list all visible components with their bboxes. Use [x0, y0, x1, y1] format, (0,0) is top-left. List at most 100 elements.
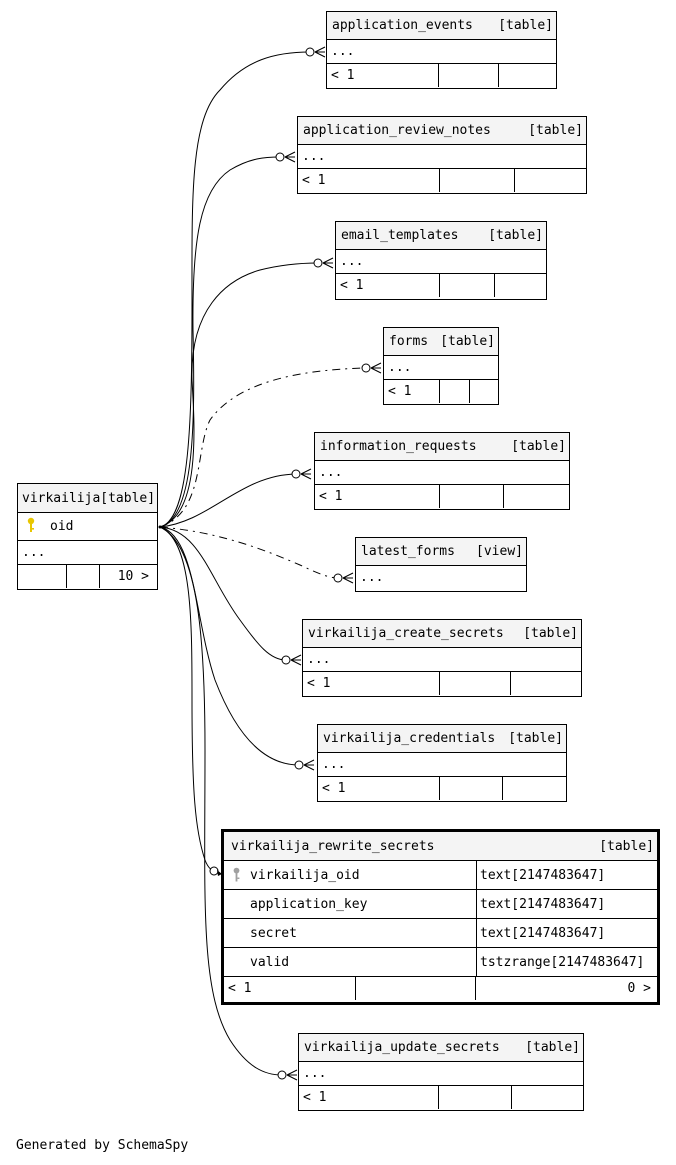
table-header: virkailija [table] [18, 484, 157, 513]
primary-key-icon [26, 517, 36, 537]
many-marker [284, 151, 296, 163]
optional-marker [209, 866, 219, 876]
table-kind: [table] [508, 731, 563, 746]
table-virkailija[interactable]: virkailija [table] oid ... 10 > [17, 483, 158, 590]
optional-marker [281, 655, 291, 665]
column-row: application_key text[2147483647] [224, 889, 657, 919]
table-information-requests[interactable]: information_requests [table] ... < 1 [314, 432, 570, 510]
edge-virkailija-create-secrets [159, 526, 302, 666]
column-name: virkailija_oid [250, 867, 360, 883]
table-virkailija-create-secrets[interactable]: virkailija_create_secrets [table] ... < … [302, 619, 582, 697]
parent-count[interactable]: < 1 [224, 977, 356, 1000]
table-footer: < 1 [336, 274, 546, 297]
table-name: forms [389, 334, 429, 349]
optional-marker [277, 1070, 287, 1080]
column-row: valid tstzrange[2147483647] [224, 947, 657, 977]
table-virkailija-credentials[interactable]: virkailija_credentials [table] ... < 1 [317, 724, 567, 802]
more-columns: ... [360, 570, 384, 585]
table-header: application_events [table] [327, 12, 556, 40]
table-name: virkailija_update_secrets [304, 1040, 500, 1055]
edge-information-requests [159, 468, 312, 528]
parent-count[interactable]: < 1 [303, 672, 440, 695]
table-application-events[interactable]: application_events [table] ... < 1 [326, 11, 557, 89]
view-latest-forms[interactable]: latest_forms [view] ... [355, 537, 527, 592]
more-columns: ... [299, 1062, 583, 1086]
table-name: virkailija_create_secrets [308, 626, 504, 641]
table-email-templates[interactable]: email_templates [table] ... < 1 [335, 221, 547, 300]
table-forms[interactable]: forms [table] ... < 1 [383, 327, 499, 405]
more-columns: ... [384, 356, 498, 380]
table-header: virkailija_rewrite_secrets [table] [224, 832, 657, 861]
table-footer: < 1 [384, 380, 498, 403]
table-name: information_requests [320, 439, 477, 454]
column-row: virkailija_oid text[2147483647] [224, 861, 657, 890]
more-columns: ... [315, 461, 569, 485]
table-header: virkailija_create_secrets [table] [303, 620, 581, 648]
more-columns: ... [303, 648, 581, 672]
table-footer: < 1 [298, 169, 586, 192]
table-kind: [table] [511, 439, 566, 454]
table-kind: [table] [528, 123, 583, 138]
foreign-key-icon [232, 867, 241, 887]
parent-count[interactable]: < 1 [327, 64, 439, 87]
edge-origin [158, 525, 162, 529]
parent-count[interactable]: < 1 [318, 777, 440, 800]
column-name: oid [50, 519, 74, 534]
table-name: latest_forms [361, 544, 455, 559]
table-kind: [table] [100, 490, 156, 506]
table-kind: [table] [488, 228, 543, 243]
parent-count[interactable]: < 1 [299, 1086, 439, 1109]
parent-count[interactable]: < 1 [315, 485, 440, 508]
column-type: tstzrange[2147483647] [476, 947, 657, 977]
table-name: virkailija_rewrite_secrets [231, 838, 435, 854]
table-footer: < 1 0 > [224, 977, 657, 1000]
more-columns: ... [327, 40, 556, 64]
table-kind: [table] [525, 1040, 580, 1055]
table-kind: [table] [599, 838, 654, 854]
many-marker [300, 468, 312, 480]
column-name: application_key [224, 889, 477, 919]
table-kind: [view] [476, 544, 523, 559]
table-name: application_events [332, 18, 473, 33]
table-virkailija-update-secrets[interactable]: virkailija_update_secrets [table] ... < … [298, 1033, 584, 1111]
table-application-review-notes[interactable]: application_review_notes [table] ... < 1 [297, 116, 587, 194]
many-marker [290, 654, 302, 666]
table-header: forms [table] [384, 328, 498, 356]
table-footer: < 1 [315, 485, 569, 508]
edge-application-review-notes [159, 151, 296, 528]
edge-email-templates [159, 257, 334, 528]
table-header: information_requests [table] [315, 433, 569, 461]
column-name: secret [224, 918, 477, 948]
children-count[interactable]: 10 > [117, 569, 149, 584]
table-kind: [table] [440, 334, 495, 349]
table-header: virkailija_update_secrets [table] [299, 1034, 583, 1062]
table-footer: 10 > [18, 565, 157, 588]
more-columns: ... [318, 753, 566, 777]
column-type: text[2147483647] [476, 918, 657, 948]
table-kind: [table] [523, 626, 578, 641]
column-type: text[2147483647] [476, 861, 657, 890]
parent-count[interactable]: < 1 [336, 274, 440, 297]
many-marker [322, 257, 334, 269]
optional-marker [361, 363, 371, 373]
more-columns: ... [298, 145, 586, 169]
more-columns: ... [336, 250, 546, 274]
table-header: virkailija_credentials [table] [318, 725, 566, 753]
table-footer: < 1 [327, 64, 556, 87]
edge-application-events [159, 46, 326, 528]
optional-marker [305, 47, 315, 57]
parent-count[interactable]: < 1 [384, 380, 440, 403]
edge-virkailija-rewrite-secrets [159, 526, 222, 876]
table-name: application_review_notes [303, 123, 491, 138]
parent-count[interactable]: < 1 [298, 169, 440, 192]
column-type: text[2147483647] [476, 889, 657, 919]
edge-virkailija-credentials [159, 526, 315, 771]
table-virkailija-rewrite-secrets[interactable]: virkailija_rewrite_secrets [table] virka… [221, 829, 660, 1005]
many-marker [286, 1069, 298, 1081]
edge-forms [159, 362, 382, 528]
column-row: secret text[2147483647] [224, 918, 657, 948]
children-count[interactable]: 0 > [627, 981, 651, 996]
table-name: virkailija_credentials [323, 731, 496, 746]
